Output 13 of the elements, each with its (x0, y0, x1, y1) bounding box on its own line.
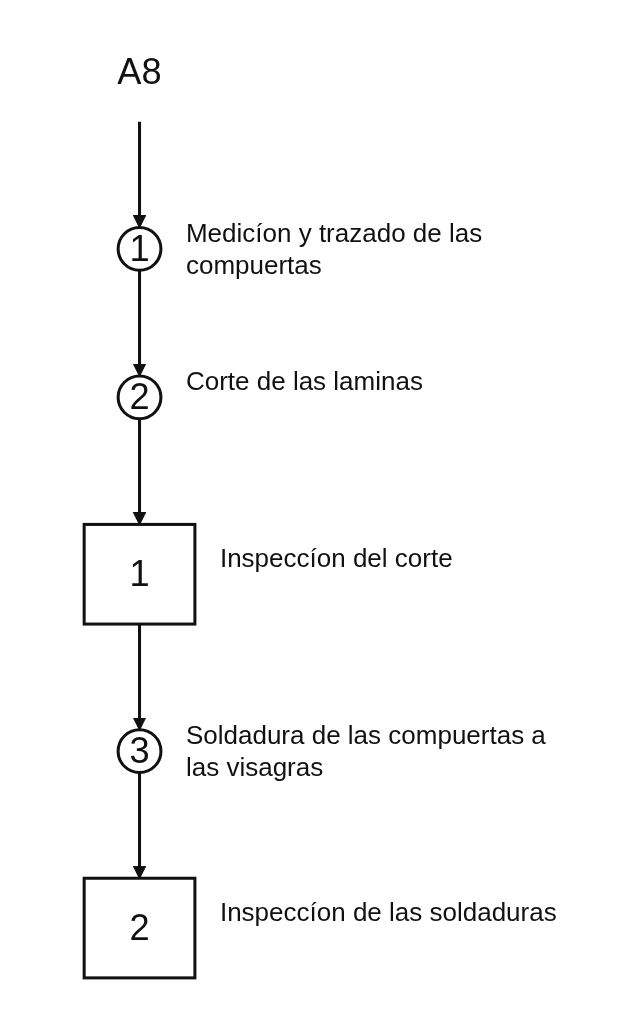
input-label: A8 (117, 50, 162, 92)
step-description: Soldadura de las compuertas a las visagras (185, 719, 547, 784)
step-description: Corte de las laminas (185, 365, 424, 398)
operation-circle: 1 (116, 225, 163, 272)
inspection-box: 2 (82, 876, 197, 980)
step-description: Medicíon y trazado de las compuertas (185, 216, 484, 281)
step-description: Inspeccíon del corte (219, 542, 454, 575)
arrow (132, 772, 147, 879)
step-description: Inspeccíon de las soldaduras (219, 896, 558, 929)
operation-circle: 2 (116, 374, 163, 421)
operation-circle: 3 (116, 728, 163, 775)
inspection-box: 1 (82, 522, 197, 626)
arrow (132, 270, 147, 377)
